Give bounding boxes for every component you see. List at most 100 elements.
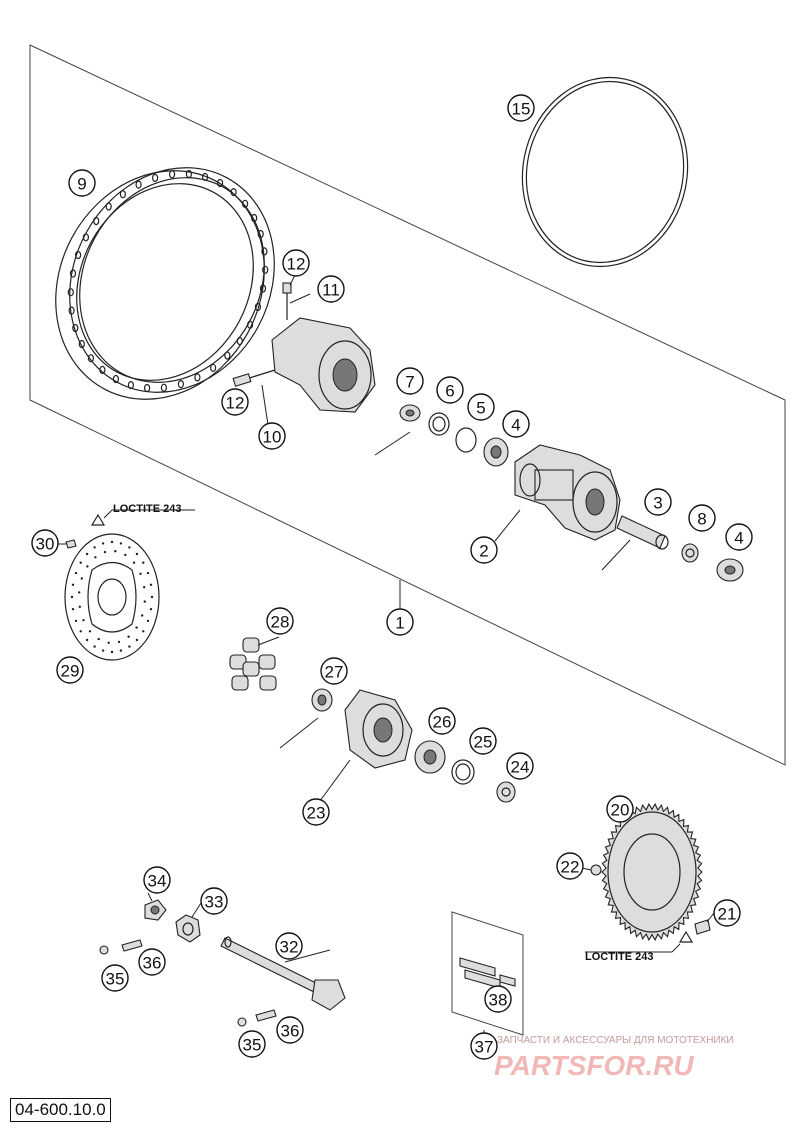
callout-24: 24 <box>506 752 534 780</box>
rim-spoke-hole <box>82 233 90 242</box>
rim-spoke-hole <box>257 229 264 239</box>
callout-11: 11 <box>317 275 345 303</box>
disc-vent-hole <box>107 641 110 644</box>
callout-1: 1 <box>386 608 414 636</box>
rim-spoke-hole <box>217 178 224 188</box>
svg-text:26: 26 <box>433 713 452 732</box>
callout-9: 9 <box>68 169 96 197</box>
disc-vent-hole <box>141 614 144 617</box>
disc-vent-hole <box>150 595 154 599</box>
bearing-lower <box>716 558 744 582</box>
disc-vent-hole <box>86 565 89 568</box>
axle-nut <box>144 899 167 921</box>
svg-text:15: 15 <box>512 100 531 119</box>
sprocket-nut <box>590 864 602 876</box>
rim-spoke-hole <box>93 216 100 226</box>
disc-vent-hole <box>88 630 92 633</box>
rim-spoke-hole <box>169 170 176 179</box>
sprocket-carrier <box>344 689 413 769</box>
rim-spoke-hole <box>177 380 184 389</box>
svg-text:20: 20 <box>611 801 630 820</box>
rear-axle <box>220 936 346 1011</box>
disc-vent-hole <box>93 546 96 549</box>
disc-vent-hole <box>71 583 75 586</box>
svg-text:12: 12 <box>287 255 306 274</box>
svg-text:9: 9 <box>77 175 86 194</box>
svg-text:27: 27 <box>325 663 344 682</box>
svg-text:7: 7 <box>405 373 414 392</box>
spacer-tube <box>616 515 669 550</box>
callout-27: 27 <box>320 657 348 685</box>
rim-spoke-hole <box>78 339 85 349</box>
disc-vent-hole <box>127 635 130 638</box>
svg-text:28: 28 <box>271 613 290 632</box>
adjuster-screw-a <box>99 939 143 955</box>
callout-8: 8 <box>688 504 716 532</box>
loctite-note-right: LOCTITE 243 <box>585 951 653 963</box>
disc-vent-hole <box>146 571 150 575</box>
brake-disc <box>64 533 160 661</box>
callout-2: 2 <box>470 536 498 564</box>
rim-spoke-hole <box>99 365 106 374</box>
chain-frame <box>451 911 524 1036</box>
svg-text:34: 34 <box>148 872 167 891</box>
rim-spoke-hole <box>68 306 75 315</box>
callout-10: 10 <box>258 422 286 450</box>
svg-text:1: 1 <box>395 614 404 633</box>
callout-38: 38 <box>484 985 512 1013</box>
rim-spoke-hole <box>254 302 261 312</box>
disc-vent-hole <box>119 542 123 545</box>
disc-vent-hole <box>135 552 139 556</box>
rim-spoke-hole <box>251 213 258 223</box>
rim-spoke-hole <box>236 336 243 346</box>
callout-4: 4 <box>502 410 530 438</box>
callout-4: 4 <box>725 523 753 551</box>
rim-spoke-hole <box>144 383 151 393</box>
svg-text:23: 23 <box>307 804 326 823</box>
svg-text:4: 4 <box>511 416 520 435</box>
disc-vent-hole <box>117 640 121 644</box>
callout-3: 3 <box>644 488 672 516</box>
disc-vent-hole <box>79 630 82 633</box>
rim-spoke-hole <box>74 250 82 260</box>
disc-vent-hole <box>79 561 82 564</box>
rim-spoke-hole <box>72 323 79 333</box>
disc-vent-hole <box>139 572 142 575</box>
callout-32: 32 <box>275 932 303 960</box>
rim-spoke-hole <box>202 172 209 181</box>
rim-spoke-hole <box>242 199 249 208</box>
chain-adjuster <box>175 914 201 943</box>
damper-rubbers <box>229 637 277 691</box>
rim-spoke-hole <box>67 288 74 297</box>
svg-text:24: 24 <box>511 758 530 777</box>
rim-spoke-hole <box>247 320 254 329</box>
rim-spoke-hole <box>262 265 269 274</box>
spacer-bushing <box>681 543 699 563</box>
disc-vent-hole <box>132 561 136 564</box>
svg-text:22: 22 <box>561 858 580 877</box>
disc-vent-hole <box>78 591 81 594</box>
disc-vent-hole <box>146 619 150 623</box>
svg-text:4: 4 <box>734 529 743 548</box>
rim-spoke-hole <box>261 247 268 256</box>
drive-chain <box>459 957 516 989</box>
disc-vent-hole <box>142 561 145 564</box>
svg-text:38: 38 <box>489 991 508 1010</box>
callout-12: 12 <box>221 388 249 416</box>
svg-text:12: 12 <box>226 394 245 413</box>
rim-spoke-hole <box>119 190 127 199</box>
carrier-bearing <box>414 740 446 774</box>
disc-vent-hole <box>142 630 145 633</box>
disc-vent-hole <box>101 649 105 652</box>
disc-vent-hole <box>70 595 74 599</box>
rim-spoke-hole <box>87 354 95 363</box>
svg-text:36: 36 <box>281 1022 300 1041</box>
rear-hub <box>514 444 621 541</box>
loctite-note-left: LOCTITE 243 <box>113 503 181 515</box>
svg-text:37: 37 <box>475 1038 494 1057</box>
callout-29: 29 <box>56 656 84 684</box>
svg-text:5: 5 <box>476 399 485 418</box>
carrier-spacer <box>496 781 516 803</box>
leader-bearings-upper <box>374 431 411 456</box>
disc-vent-hole <box>103 550 107 554</box>
